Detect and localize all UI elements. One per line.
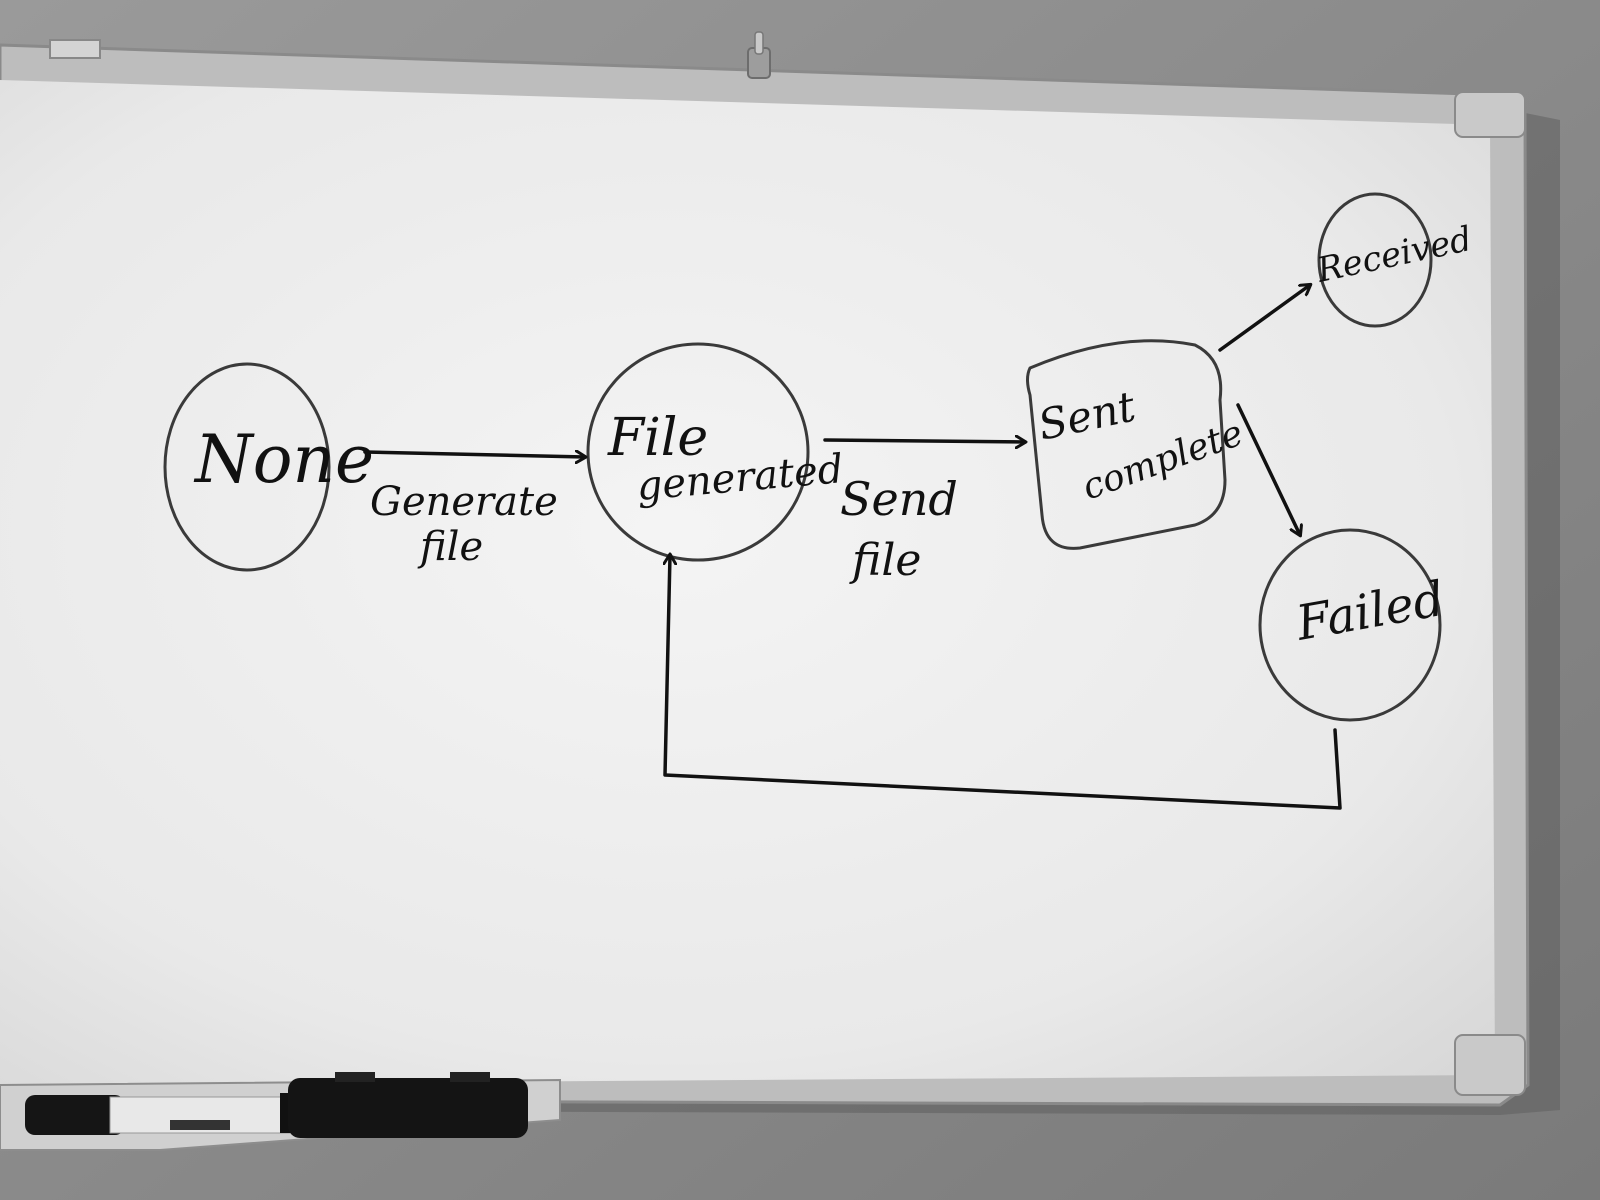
arrow-to-failed bbox=[1236, 403, 1300, 535]
state-file-generated-circle bbox=[586, 342, 810, 562]
top-left-clip bbox=[49, 39, 101, 59]
state-sent-complete-box bbox=[1026, 339, 1227, 550]
arrow-to-received bbox=[1218, 285, 1310, 352]
arrow-send-file bbox=[823, 440, 1025, 442]
frame-corner-bottom-right bbox=[1454, 1034, 1526, 1096]
eraser-icon bbox=[288, 1072, 528, 1138]
state-file-generated-label-line1: File bbox=[607, 408, 708, 468]
board-surface bbox=[0, 80, 1495, 1085]
state-received-circle bbox=[1317, 192, 1433, 328]
arrow-retry-loop bbox=[665, 555, 1342, 810]
arrow-generate-file bbox=[363, 452, 585, 457]
transition-send-file-line2: file bbox=[849, 535, 921, 586]
state-diagram bbox=[163, 192, 1442, 810]
hook-icon bbox=[747, 31, 771, 79]
state-failed-circle bbox=[1258, 528, 1442, 722]
marker-icon bbox=[25, 1093, 296, 1135]
transition-send-file-line1: Send bbox=[840, 472, 958, 526]
transition-generate-file-line2: file bbox=[417, 524, 483, 570]
state-none-label: None bbox=[193, 421, 374, 498]
frame-corner-top-right bbox=[1454, 91, 1526, 138]
transition-generate-file-line1: Generate bbox=[370, 479, 558, 525]
state-none-circle bbox=[163, 362, 331, 572]
